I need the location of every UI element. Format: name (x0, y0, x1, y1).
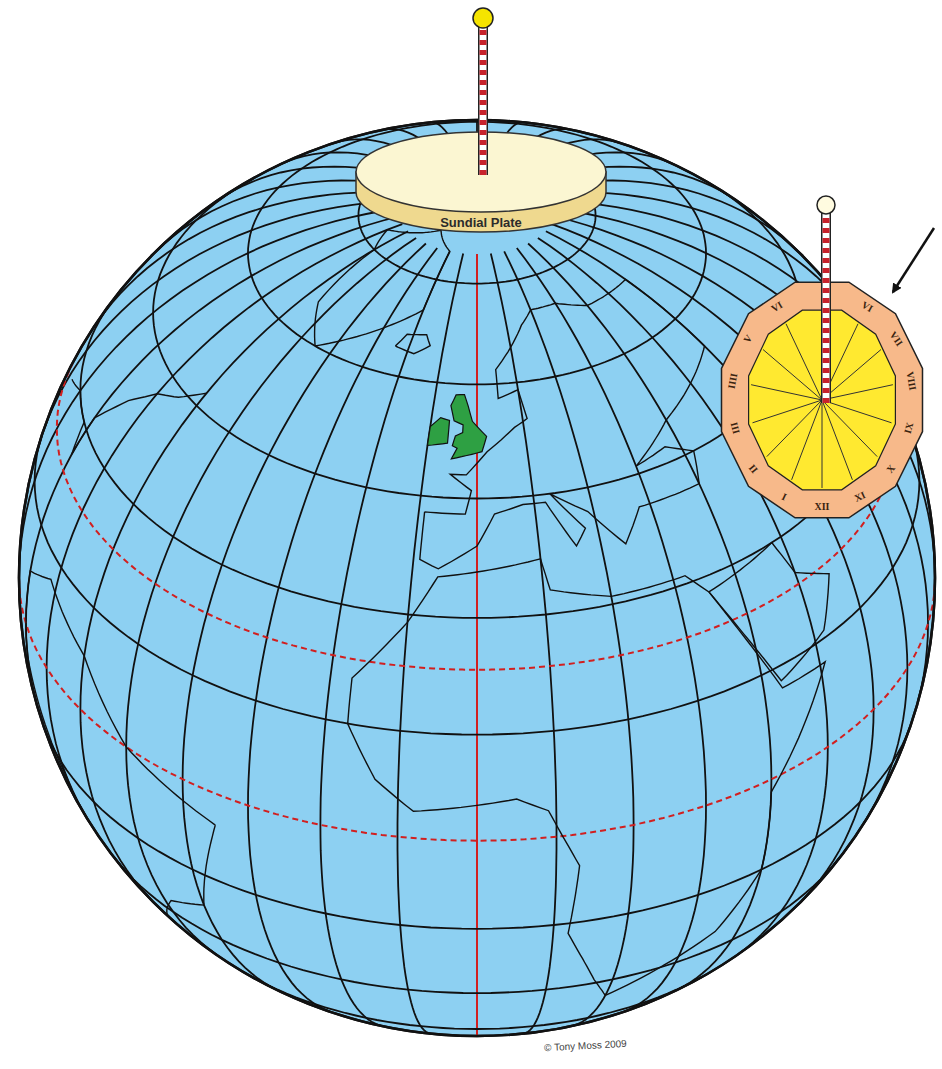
hour-numeral: XII (814, 502, 829, 512)
hour-line (822, 400, 852, 480)
copyright-watermark: © Tony Moss 2009 (543, 1038, 626, 1053)
gnomon (823, 212, 830, 403)
british-isles (451, 395, 487, 459)
gnomon-outline (478, 26, 488, 175)
tropic-line (19, 578, 935, 841)
globe (19, 120, 935, 1036)
meridian (39, 201, 398, 443)
meridian (183, 244, 426, 988)
hour-numeral: III (729, 421, 742, 435)
hour-line (753, 400, 823, 423)
meridian (320, 251, 449, 1025)
sundial-dial (722, 196, 923, 518)
gnomon-stripe (480, 26, 487, 175)
gnomon-ball (817, 196, 835, 214)
gnomon-ball (473, 8, 493, 28)
parallel (248, 122, 706, 385)
meridian (19, 209, 398, 579)
hour-line (786, 324, 822, 400)
meridian (557, 209, 936, 579)
hour-line (767, 400, 822, 457)
graticule (19, 120, 935, 1036)
coastline (709, 543, 829, 681)
pointer-arrow (893, 228, 934, 292)
hour-line (751, 385, 822, 400)
hour-line (822, 385, 893, 400)
meridian (97, 192, 402, 322)
globe-rim (19, 120, 935, 1036)
hour-line (792, 400, 822, 480)
coastline (420, 279, 705, 568)
meridian (398, 254, 464, 1034)
sundial-plate: Sundial Plate (350, 125, 612, 240)
gnomon (480, 26, 487, 175)
meridian (517, 248, 706, 1012)
meridian (476, 254, 478, 1036)
hour-line (822, 400, 823, 488)
parallel (44, 728, 909, 929)
coastline (315, 230, 450, 346)
hour-line (822, 400, 877, 457)
meridian (504, 251, 633, 1025)
meridian (248, 248, 437, 1012)
parallel (252, 977, 702, 1029)
meridian (126, 238, 416, 955)
plate-label: Sundial Plate (440, 215, 522, 230)
parallel (115, 858, 840, 993)
meridian (47, 224, 403, 823)
meridian (491, 254, 557, 1034)
meridian (555, 216, 928, 700)
coastline (72, 379, 207, 454)
coastlines (26, 230, 829, 996)
gnomon-outline (821, 212, 831, 403)
coastline (395, 334, 430, 353)
british-isles (428, 418, 450, 446)
gnomon-stripe (823, 212, 830, 403)
coastline (348, 559, 826, 996)
hour-line (763, 350, 822, 401)
